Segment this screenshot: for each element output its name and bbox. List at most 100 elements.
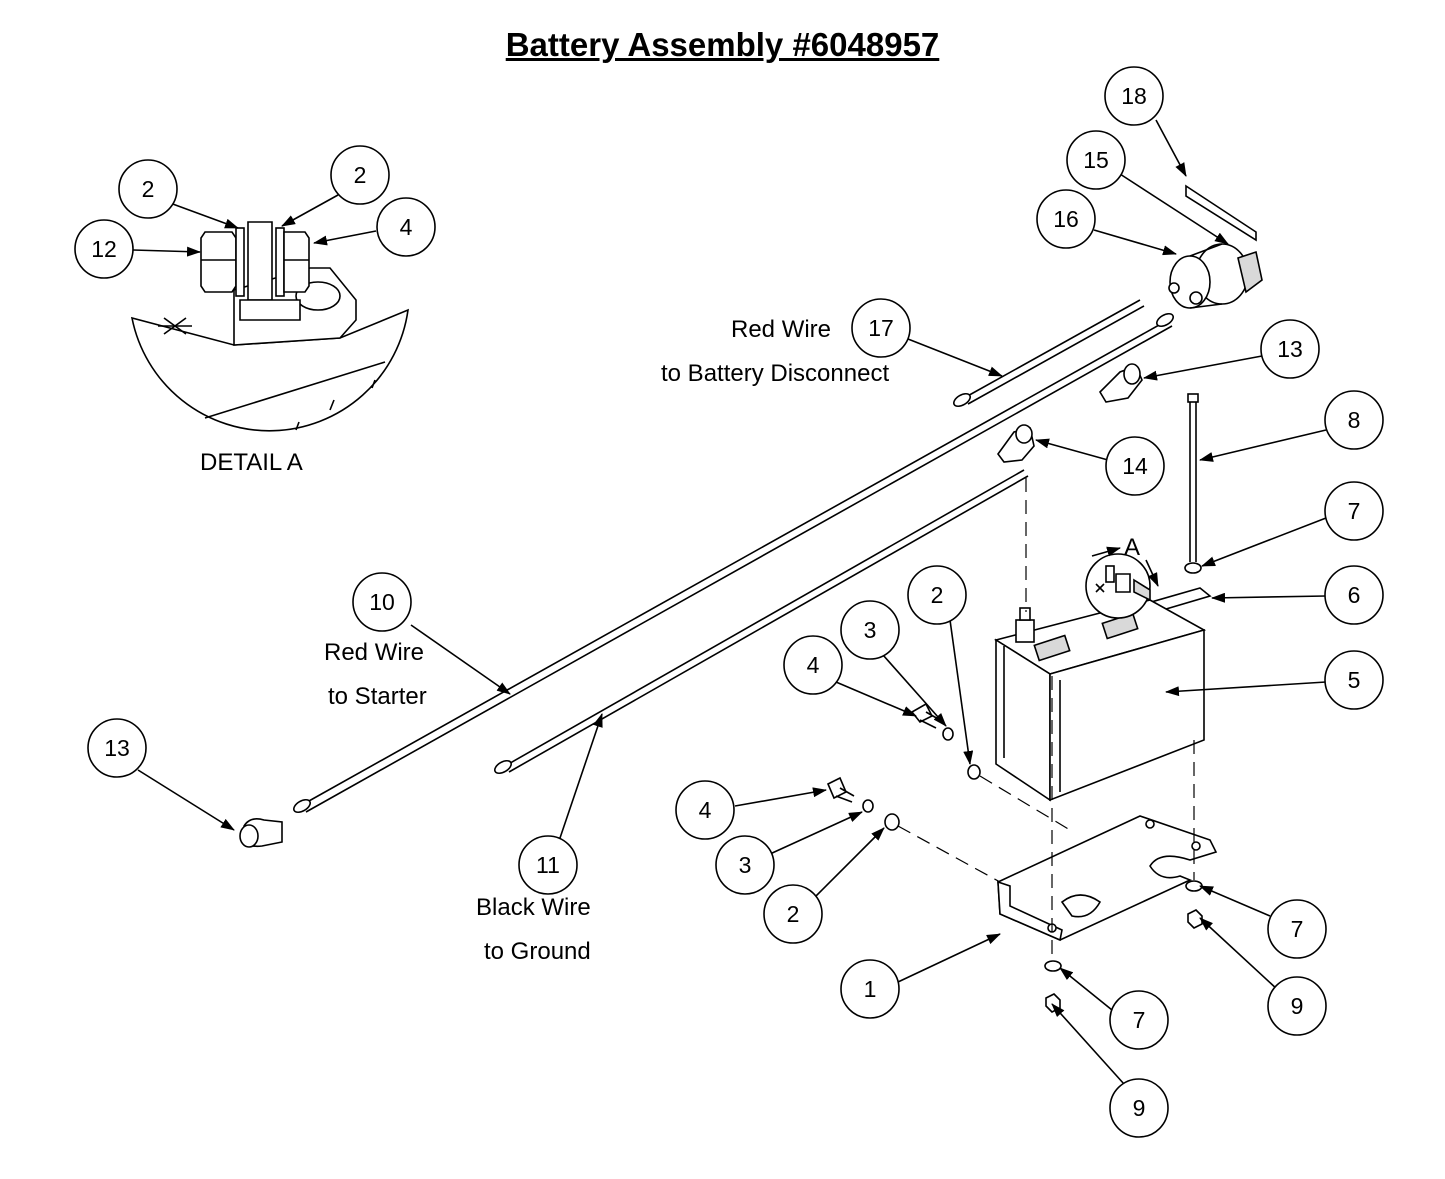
terminal-boot-13-left xyxy=(239,818,283,848)
detail-a-callout: A xyxy=(1085,534,1159,619)
detail-a-post xyxy=(247,221,273,301)
label-red-wire-disconnect-line2: to Battery Disconnect xyxy=(661,360,889,387)
svg-text:11: 11 xyxy=(536,852,560,878)
callout-bubble-2: 2 xyxy=(118,159,178,219)
label-red-wire-starter-line2: to Starter xyxy=(328,683,427,710)
page-title: Battery Assembly #6048957 xyxy=(505,26,940,63)
washer-7-right xyxy=(1185,880,1203,892)
callout-bubble-2: 2 xyxy=(763,884,823,944)
callout-bubble-7: 7 xyxy=(1267,899,1327,959)
callout-bubble-6: 6 xyxy=(1324,565,1384,625)
detail-a-bolt-head xyxy=(283,231,310,293)
callout-bubble-12: 12 xyxy=(74,219,134,279)
callout-bubble-15: 15 xyxy=(1066,130,1126,190)
detail-a-nut xyxy=(200,231,237,293)
svg-text:8: 8 xyxy=(1348,407,1361,433)
callout-bubble-10: 10 xyxy=(352,572,412,632)
detail-a-tick xyxy=(329,399,335,411)
svg-text:15: 15 xyxy=(1083,147,1109,173)
svg-text:2: 2 xyxy=(354,162,367,188)
battery-5 xyxy=(994,599,1207,802)
battery-tray-1 xyxy=(997,815,1218,942)
svg-text:7: 7 xyxy=(1291,916,1304,942)
svg-text:7: 7 xyxy=(1133,1007,1146,1033)
callout-bubbles: 2 2 4 12 18 15 16 17 13 8 14 7 6 5 10 11… xyxy=(74,66,1384,1138)
callout-bubble-2: 2 xyxy=(907,565,967,625)
label-black-wire-line1: Black Wire xyxy=(476,894,591,921)
svg-text:13: 13 xyxy=(104,735,130,761)
callout-bubble-3: 3 xyxy=(715,835,775,895)
svg-text:17: 17 xyxy=(868,315,894,341)
callout-bubble-13: 13 xyxy=(87,718,147,778)
callout-bubble-16: 16 xyxy=(1036,189,1096,249)
svg-text:5: 5 xyxy=(1348,667,1361,693)
callout-bubble-4: 4 xyxy=(783,635,843,695)
washer-7-top xyxy=(1184,562,1202,574)
callout-bubble-11: 11 xyxy=(518,835,578,895)
battery-disconnect-switch xyxy=(1168,243,1263,309)
callout-bubble-3: 3 xyxy=(840,600,900,660)
detail-a-washer-left xyxy=(235,227,245,297)
callout-bubble-8: 8 xyxy=(1324,390,1384,450)
svg-text:3: 3 xyxy=(864,617,877,643)
callout-bubble-7: 7 xyxy=(1109,990,1169,1050)
detail-a-label: DETAIL A xyxy=(200,449,303,476)
callout-bubble-18: 18 xyxy=(1104,66,1164,126)
svg-text:13: 13 xyxy=(1277,336,1303,362)
svg-text:12: 12 xyxy=(91,236,117,262)
callout-bubble-4: 4 xyxy=(376,197,436,257)
callout-bubble-1: 1 xyxy=(840,959,900,1019)
svg-text:16: 16 xyxy=(1053,206,1079,232)
callout-bubble-13: 13 xyxy=(1260,319,1320,379)
detail-a-edge xyxy=(204,361,386,419)
terminal-boot-14 xyxy=(997,424,1035,463)
label-red-wire-disconnect-line1: Red Wire xyxy=(731,316,831,343)
callout-bubble-2: 2 xyxy=(330,145,390,205)
detail-a-tick xyxy=(295,421,300,431)
nut-9-left xyxy=(1045,993,1061,1013)
callout-bubble-7: 7 xyxy=(1324,481,1384,541)
negative-symbol-icon xyxy=(1095,583,1105,593)
svg-text:2: 2 xyxy=(787,901,800,927)
red-wire-disconnect xyxy=(953,299,1145,408)
terminal-boot-13-right xyxy=(1098,363,1143,403)
callout-bubble-5: 5 xyxy=(1324,650,1384,710)
long-bolt-8 xyxy=(1187,393,1199,562)
nut-9-right xyxy=(1187,909,1203,929)
detail-a-tick xyxy=(371,379,376,389)
detail-a-marker: A xyxy=(1124,534,1140,561)
label-black-wire-line2: to Ground xyxy=(484,938,591,965)
svg-text:9: 9 xyxy=(1291,993,1304,1019)
svg-text:9: 9 xyxy=(1133,1095,1146,1121)
callout-bubble-4: 4 xyxy=(675,780,735,840)
detail-a-washer-right xyxy=(275,227,285,297)
svg-text:2: 2 xyxy=(931,582,944,608)
detail-a-clamp xyxy=(239,299,301,321)
svg-text:10: 10 xyxy=(369,589,395,615)
svg-text:4: 4 xyxy=(699,797,712,823)
callout-leaders xyxy=(132,119,1327,1085)
bolt-washer-set-lower xyxy=(826,776,900,831)
svg-text:18: 18 xyxy=(1121,83,1147,109)
svg-text:6: 6 xyxy=(1348,582,1361,608)
svg-text:14: 14 xyxy=(1122,453,1148,479)
negative-symbol-icon xyxy=(158,317,192,335)
decal-18 xyxy=(1185,184,1257,242)
bolt-washer-set-upper xyxy=(910,702,981,780)
red-wire-starter xyxy=(293,312,1174,814)
detail-a-view: DETAIL A xyxy=(130,221,409,476)
svg-text:3: 3 xyxy=(739,852,752,878)
assembly-centerlines xyxy=(897,478,1195,958)
callout-bubble-9: 9 xyxy=(1109,1078,1169,1138)
svg-text:1: 1 xyxy=(864,976,877,1002)
svg-text:4: 4 xyxy=(400,214,413,240)
svg-text:7: 7 xyxy=(1348,498,1361,524)
callout-bubble-9: 9 xyxy=(1267,976,1327,1036)
callout-bubble-17: 17 xyxy=(851,298,911,358)
callout-bubble-14: 14 xyxy=(1105,436,1165,496)
detail-a-battery-top xyxy=(130,308,409,432)
svg-text:2: 2 xyxy=(142,176,155,202)
label-red-wire-starter-line1: Red Wire xyxy=(324,639,424,666)
washer-7-left xyxy=(1044,960,1062,972)
svg-text:4: 4 xyxy=(807,652,820,678)
